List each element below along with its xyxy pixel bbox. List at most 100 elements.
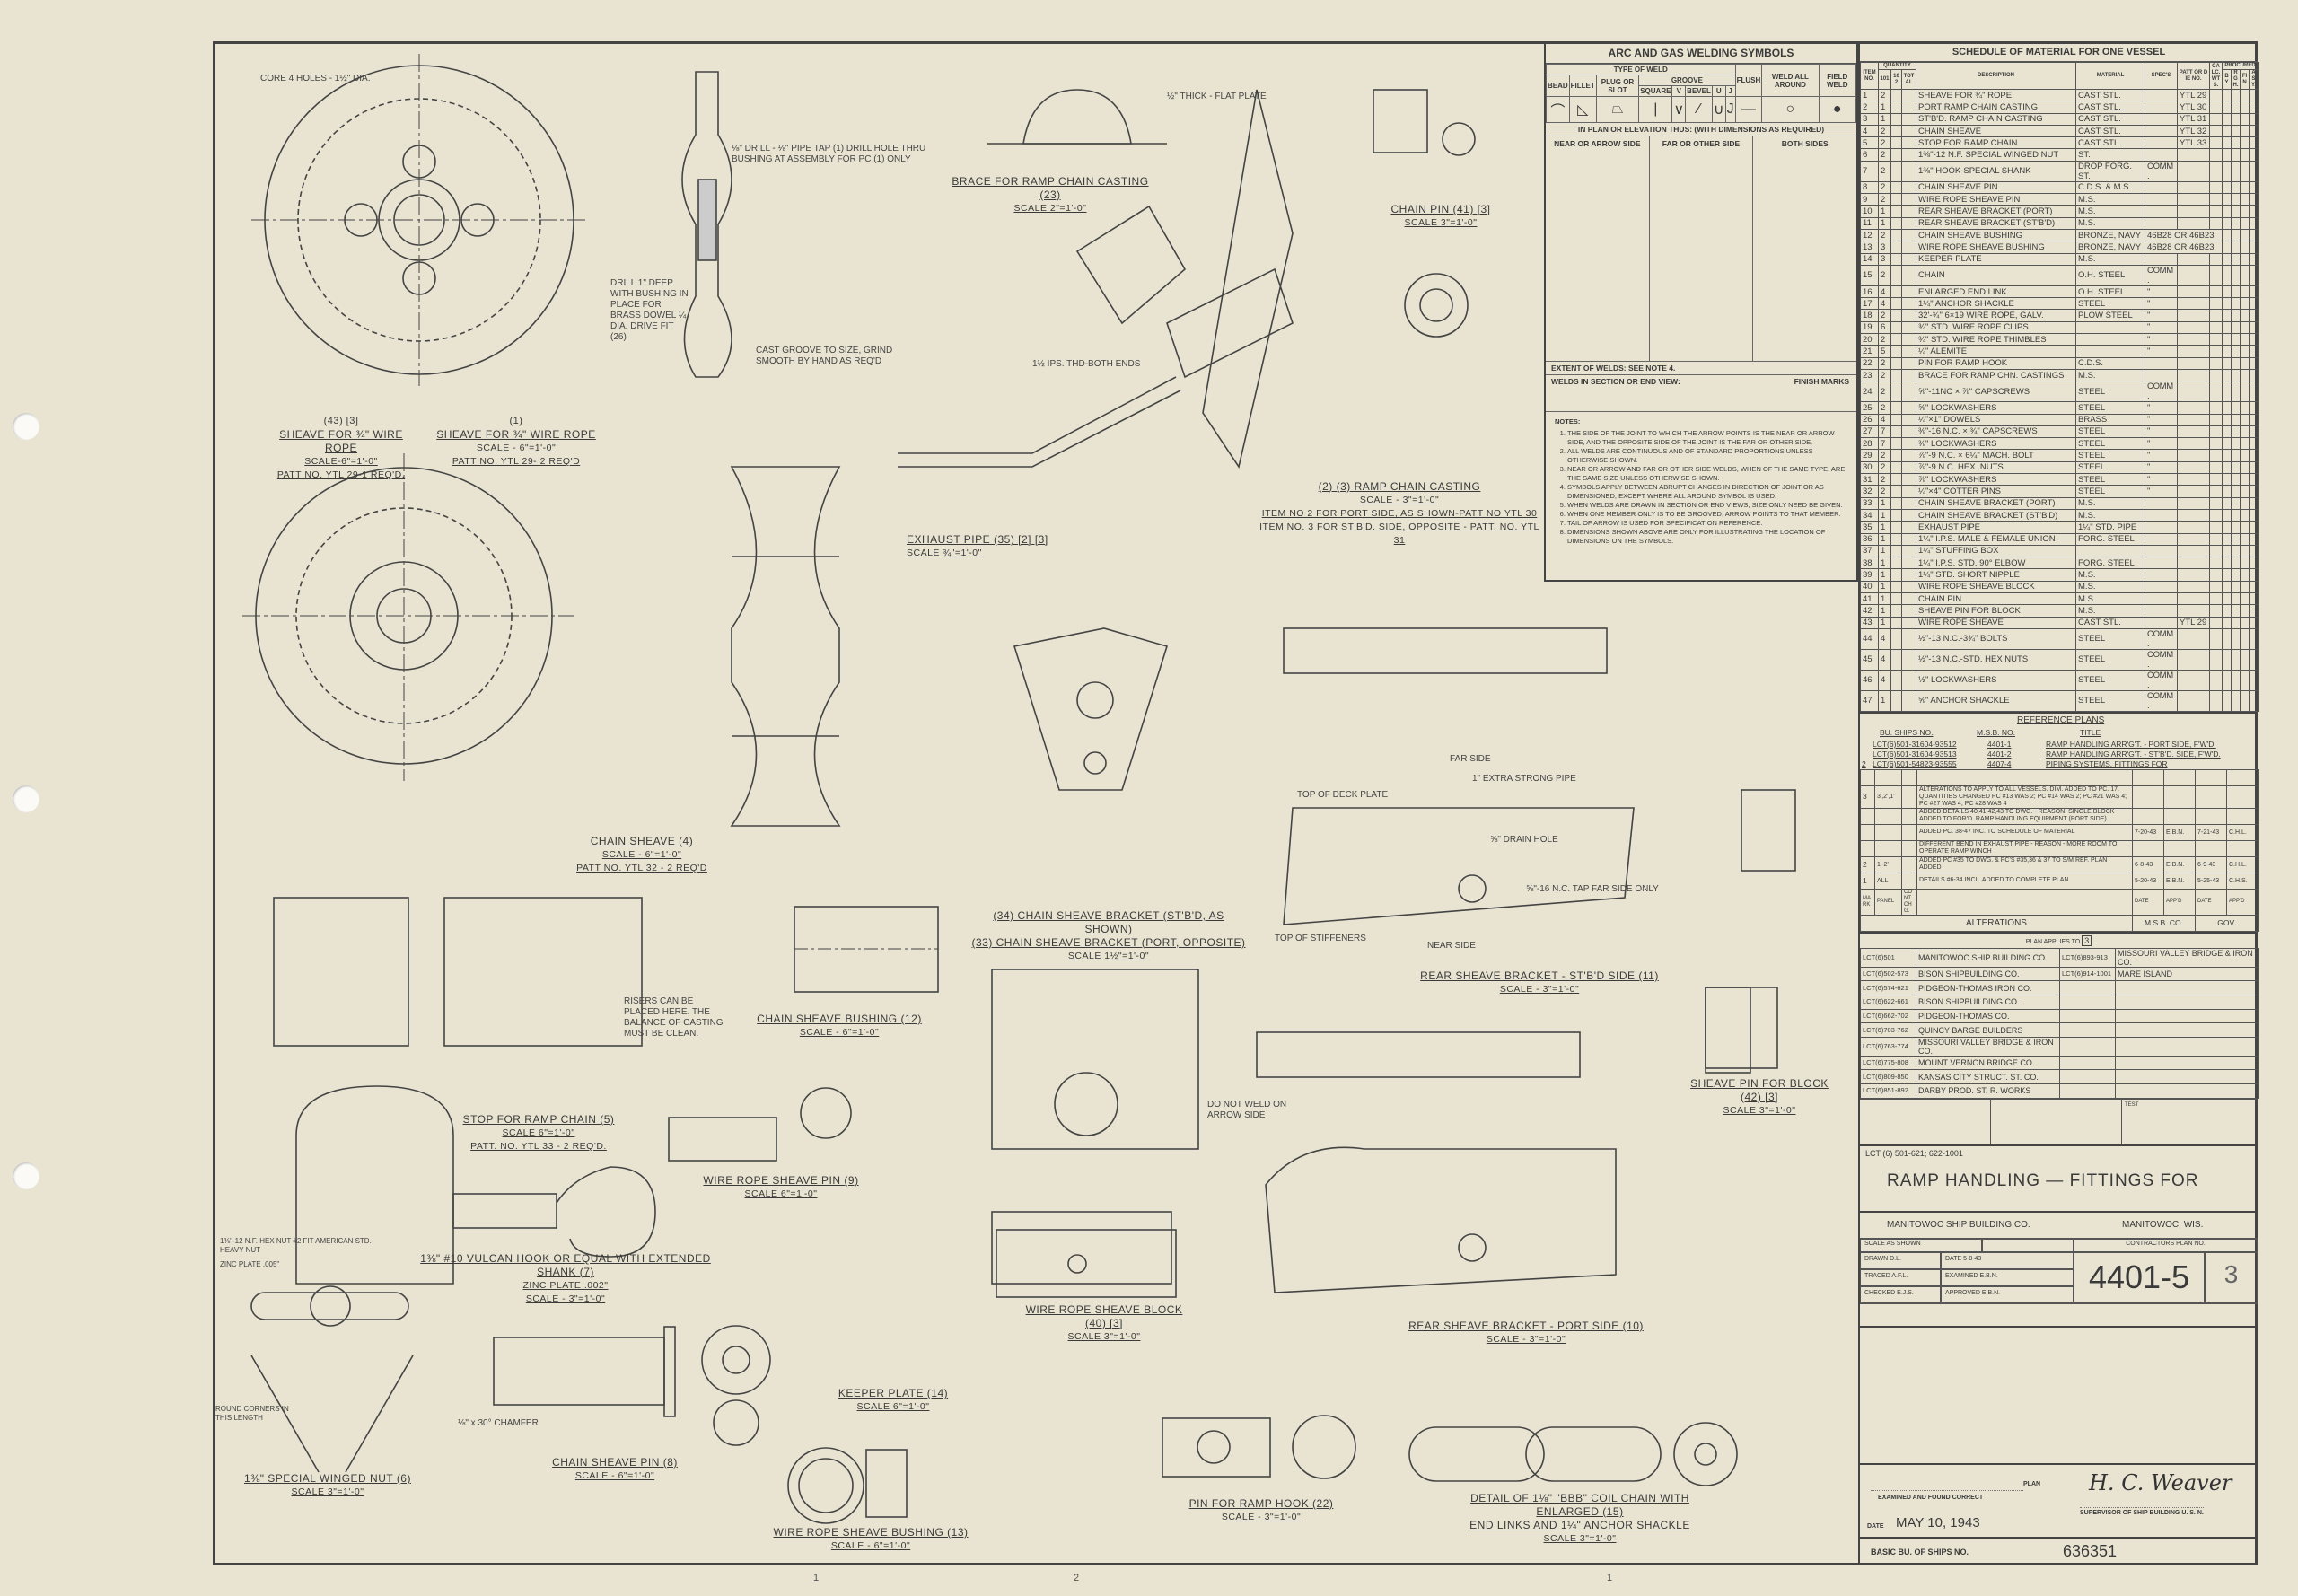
alteration-app1: E.B.N.	[2163, 823, 2196, 841]
qty-102	[1890, 689, 1902, 712]
fin	[2240, 568, 2250, 582]
calc	[2209, 112, 2223, 126]
material: BRASS	[2075, 413, 2146, 426]
builder: DARBY PROD. ST. R. WORKS	[1916, 1083, 2060, 1099]
ramp-chain-casting	[1075, 89, 1294, 469]
fin	[2240, 241, 2250, 254]
spec	[2145, 136, 2179, 150]
plan-applies-label: PLAN APPLIES TO	[2025, 938, 2081, 945]
wire-rope-sheave-bushing	[787, 1447, 908, 1524]
qty-total	[1900, 228, 1917, 242]
ref-header: TITLE	[2080, 727, 2101, 737]
material: C.D.S.	[2075, 356, 2146, 370]
weld-symbol-icon: ⏢	[1595, 96, 1640, 123]
qty-total	[1900, 627, 1917, 650]
alteration-text: ADDED PC #35 TO DWG. & PC'S #35,36 & 37 …	[1916, 855, 2133, 873]
by	[2222, 401, 2232, 415]
material	[2075, 333, 2146, 346]
fin	[2240, 381, 2250, 403]
detail-title: CHAIN PIN (41) [3]SCALE 3"=1'-0"	[1390, 203, 1491, 228]
calc	[2209, 592, 2223, 606]
builder-2	[2115, 1083, 2259, 1099]
sheave-pin-for-block	[1705, 987, 1751, 1074]
qty-102	[1890, 401, 1902, 415]
description: WIRE ROPE SHEAVE PIN	[1916, 193, 2077, 206]
qty-101: 2	[1878, 264, 1891, 286]
asy	[2249, 124, 2259, 138]
alteration-app2: C.H.L.	[2226, 855, 2259, 873]
qty-102	[1890, 580, 1902, 593]
calc	[2209, 180, 2223, 195]
qty-101: 2	[1878, 160, 1891, 182]
note: TOP OF DECK PLATE	[1297, 790, 1389, 800]
calc	[2209, 604, 2223, 618]
sheet-mark: 1	[813, 1573, 820, 1583]
qty-102	[1890, 264, 1902, 286]
asy	[2249, 580, 2259, 593]
material	[2075, 345, 2146, 358]
th: ITEM NO.	[1860, 62, 1879, 90]
builder: MANITOWOC SHIP BUILDING CO.	[1916, 947, 2060, 968]
alteration-date1: 5-20-43	[2132, 872, 2164, 890]
builder-2: MARE ISLAND	[2115, 966, 2259, 982]
basic-no-row: BASIC BU. OF SHIPS NO. 636351	[1860, 1537, 2258, 1565]
qty-102	[1890, 592, 1902, 606]
item-no: 30	[1860, 460, 1879, 475]
patt-no	[2177, 496, 2211, 510]
rgh	[2231, 228, 2241, 242]
fin	[2240, 580, 2250, 593]
qty-102	[1890, 604, 1902, 618]
notes-title: NOTES:	[1555, 417, 1581, 425]
patt-no	[2177, 205, 2211, 218]
patt-no	[2177, 285, 2211, 299]
th: RGH.	[2231, 69, 2241, 90]
qty-102	[1890, 216, 1902, 230]
by	[2222, 356, 2232, 370]
patt-no	[2177, 521, 2211, 534]
patt-no	[2177, 532, 2211, 546]
material: CAST STL.	[2075, 616, 2146, 629]
patt-no: YTL 29	[2177, 88, 2211, 102]
asy	[2249, 485, 2259, 498]
sheave-side-view	[681, 71, 732, 378]
rgh	[2231, 449, 2241, 462]
item-no: 43	[1860, 616, 1879, 629]
alteration-app1	[2163, 807, 2196, 825]
weld-note: THE SIDE OF THE JOINT TO WHICH THE ARROW…	[1567, 429, 1847, 447]
both-sides: BOTH SIDES	[1781, 139, 1829, 148]
by	[2222, 264, 2232, 286]
rgh	[2231, 112, 2241, 126]
qty-101: 2	[1878, 124, 1891, 138]
fin	[2240, 473, 2250, 487]
patt-no	[2177, 413, 2211, 426]
fin	[2240, 252, 2250, 266]
near-side: NEAR OR ARROW SIDE	[1546, 136, 1650, 361]
rgh	[2231, 496, 2241, 510]
location: MANITOWOC, WIS.	[2122, 1219, 2204, 1230]
col-label: APP'D	[2163, 888, 2196, 916]
th: QUANTITY	[1877, 62, 1917, 70]
punch-hole	[13, 785, 39, 812]
material: DROP FORG. ST.	[2075, 160, 2146, 182]
qty-102	[1890, 285, 1902, 299]
alteration-text	[1916, 768, 2133, 786]
calc	[2209, 521, 2223, 534]
by	[2222, 381, 2232, 403]
note: 1" EXTRA STRONG PIPE	[1472, 774, 1576, 784]
qty-102	[1890, 616, 1902, 629]
alteration-text: DIFFERENT BEND IN EXHAUST PIPE - REASON …	[1916, 839, 2133, 857]
alteration-app2: C.H.S.	[2226, 872, 2259, 890]
qty-total	[1900, 285, 1917, 299]
hull-range: LCT(6)703-762	[1860, 1022, 1916, 1038]
asy	[2249, 148, 2259, 162]
detail-title: BRACE FOR RAMP CHAIN CASTING (23)SCALE 2…	[952, 175, 1149, 214]
fin	[2240, 205, 2250, 218]
qty-total	[1900, 148, 1917, 162]
blank-box	[1860, 1325, 2258, 1463]
alteration-row: DIFFERENT BEND IN EXHAUST PIPE - REASON …	[1860, 839, 2259, 857]
